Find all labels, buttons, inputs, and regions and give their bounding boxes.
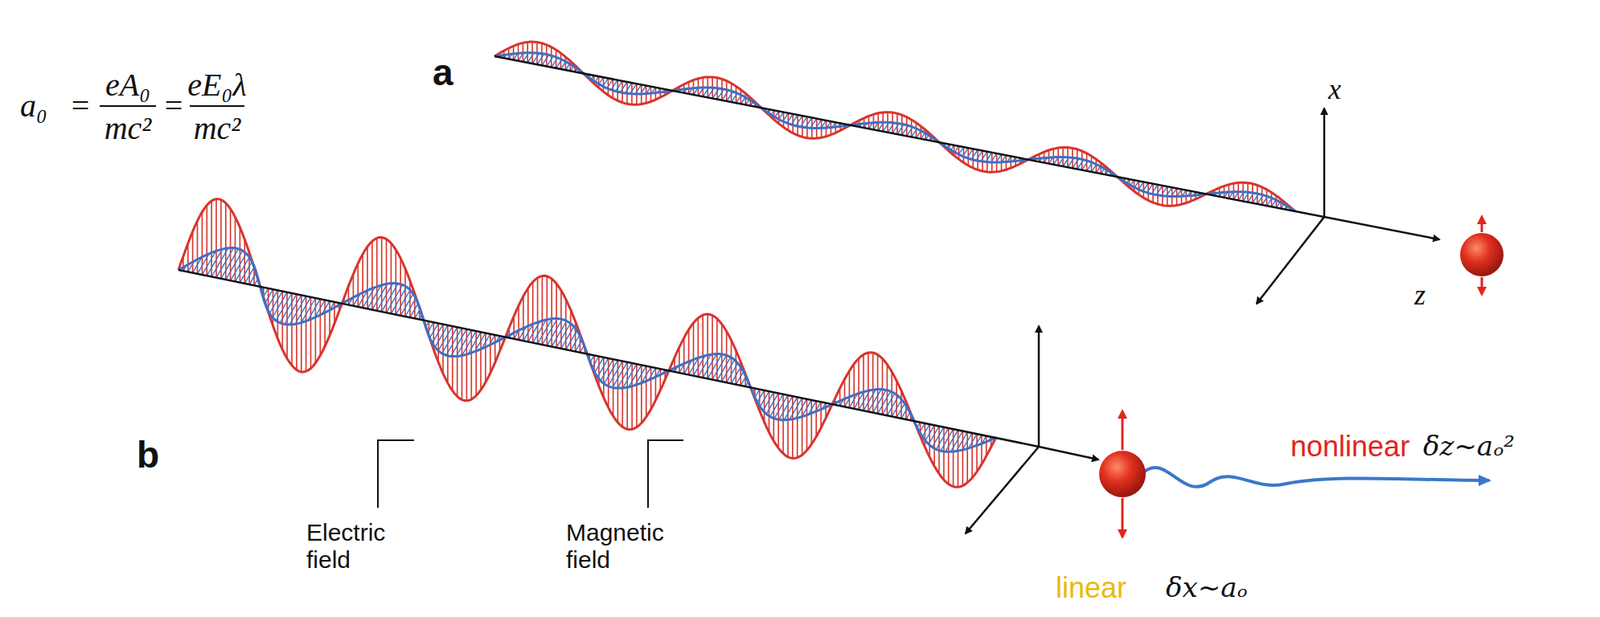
electric-field-hatch	[178, 199, 997, 489]
oscillation-arrow	[1121, 498, 1125, 538]
formula-numerator: eE₀λ	[187, 67, 247, 103]
magnetic-field-wave	[178, 248, 997, 453]
axis-label: z	[1414, 279, 1426, 312]
panel-letter: a	[432, 52, 454, 94]
scaling-label: δz~aₒ²	[1423, 431, 1515, 462]
x-axis	[1037, 326, 1041, 448]
trajectory-arrow	[1141, 467, 1490, 488]
x-axis	[1323, 108, 1326, 218]
field-label: Electric field	[306, 519, 427, 575]
electric-field-wave	[178, 199, 997, 489]
electron	[1460, 233, 1504, 277]
formula-symbol: a₀	[20, 88, 48, 124]
formula-numerator: eA₀	[105, 67, 151, 103]
regime-label: linear	[1055, 572, 1127, 605]
fraction-bar	[189, 105, 245, 107]
magnetic-field-hatch	[178, 248, 997, 453]
y-axis	[1256, 217, 1325, 304]
formula-denominator: mc²	[104, 110, 152, 147]
leader-line	[648, 440, 684, 509]
z-axis	[1324, 217, 1440, 240]
y-axis	[965, 447, 1039, 534]
electron	[1099, 451, 1146, 498]
electric-field-wave	[494, 41, 1296, 212]
equals-sign: =	[164, 88, 184, 124]
equals-sign: =	[71, 88, 91, 124]
scaling-label: δx~aₒ	[1165, 573, 1248, 604]
regime-label: nonlinear	[1290, 430, 1410, 464]
field-label: Magnetic field	[566, 519, 703, 575]
leader-line	[377, 440, 415, 509]
oscillation-arrow	[1481, 277, 1484, 295]
axis-label: x	[1328, 73, 1342, 107]
wave-group	[178, 41, 1296, 488]
oscillation-arrow	[1121, 411, 1125, 451]
propagation-axis	[494, 56, 1325, 218]
formula-denominator: mc²	[193, 110, 242, 147]
propagation-axis	[178, 270, 1039, 448]
oscillation-arrow	[1481, 217, 1484, 233]
fraction-bar	[99, 105, 156, 107]
electric-field-hatch	[494, 41, 1296, 212]
panel-letter: b	[136, 434, 160, 476]
z-axis	[1038, 447, 1099, 460]
